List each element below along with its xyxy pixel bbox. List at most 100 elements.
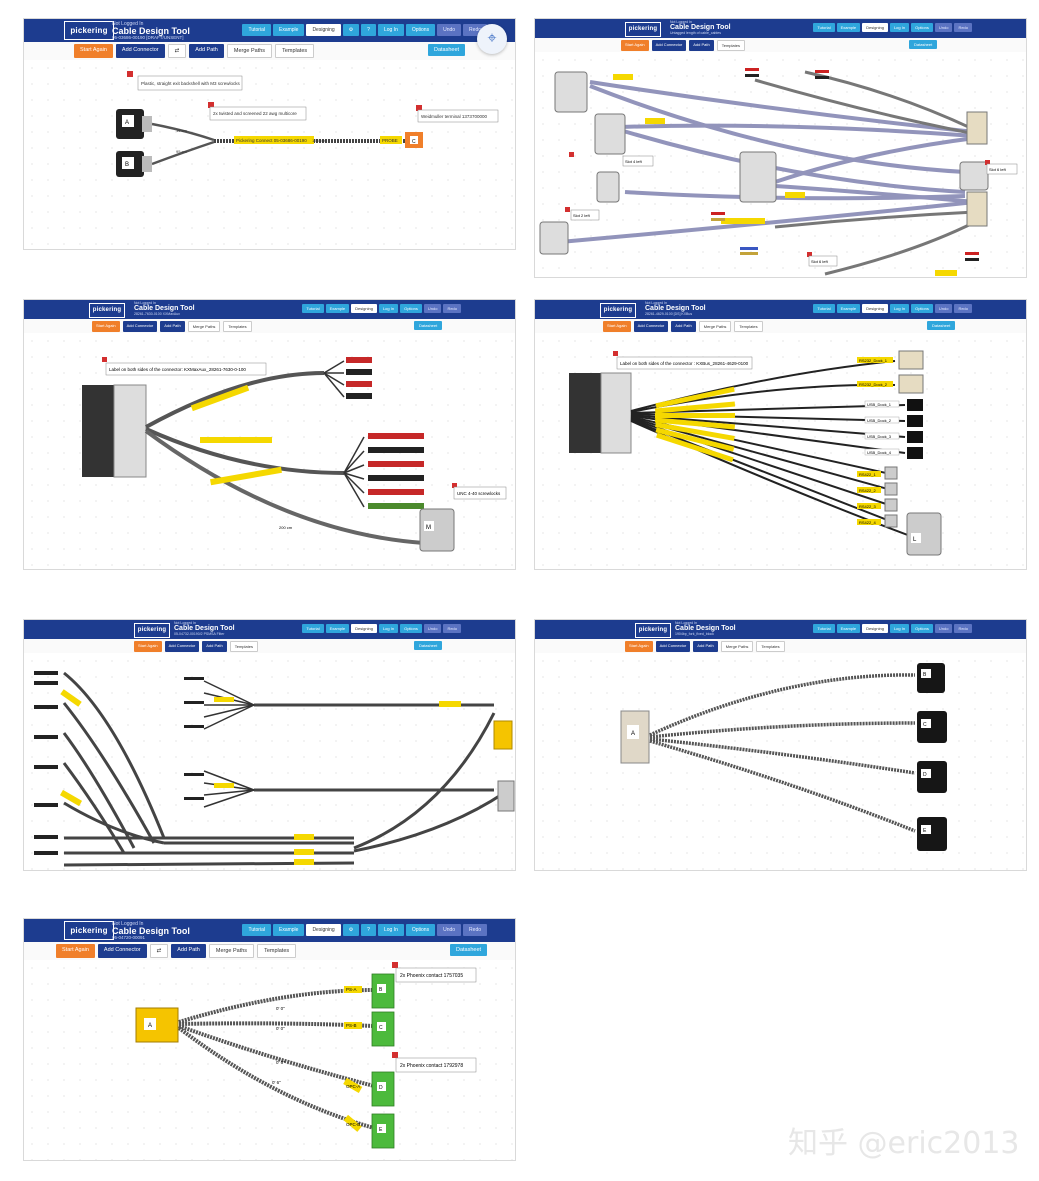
add-connector-button[interactable]: Add Connector — [164, 641, 200, 652]
connector-c[interactable] — [594, 113, 626, 155]
redo-button[interactable]: Redo — [954, 23, 972, 32]
connector-h[interactable] — [959, 161, 989, 191]
datasheet-button[interactable]: Datasheet — [428, 44, 466, 56]
delete-icon[interactable] — [392, 962, 398, 968]
undo-button[interactable]: Undo — [437, 24, 462, 36]
merge-paths-button[interactable]: Merge Paths — [698, 321, 732, 332]
delete-icon[interactable] — [416, 105, 422, 111]
delete-icon[interactable] — [392, 1052, 398, 1058]
tutorial-button[interactable]: Tutorial — [813, 304, 835, 313]
cable-drawing[interactable]: 2x Phoenix contact 1757035 2x Phoenix co… — [24, 960, 515, 1160]
login-button[interactable]: Log In — [889, 624, 910, 633]
add-connector-button[interactable]: Add Connector — [115, 44, 165, 58]
example-button[interactable]: Example — [836, 624, 861, 633]
design-canvas[interactable] — [24, 653, 515, 870]
add-path-button[interactable]: Add Path — [171, 944, 206, 958]
merge-paths-button[interactable]: Merge Paths — [720, 641, 754, 652]
connector-m[interactable] — [419, 508, 455, 552]
templates-button[interactable]: Templates — [229, 641, 258, 652]
login-button[interactable]: Log In — [889, 23, 910, 32]
connector-g[interactable] — [966, 111, 988, 145]
start-again-button[interactable]: Start Again — [92, 321, 120, 332]
connector-yellow[interactable] — [493, 720, 513, 750]
connector-d[interactable] — [554, 71, 588, 113]
login-button[interactable]: Log In — [378, 304, 399, 313]
templates-button[interactable]: Templates — [716, 40, 745, 51]
help-icon[interactable]: ? — [361, 924, 376, 936]
templates-button[interactable]: Templates — [734, 321, 763, 332]
add-connector-button[interactable]: Add Connector — [633, 321, 669, 332]
delete-icon[interactable] — [102, 357, 107, 362]
redo-button[interactable]: Redo — [443, 304, 461, 313]
undo-button[interactable]: Undo — [934, 624, 953, 633]
delete-icon[interactable] — [127, 71, 133, 77]
add-path-button[interactable]: Add Path — [202, 641, 227, 652]
undo-button[interactable]: Undo — [423, 624, 442, 633]
datasheet-button[interactable]: Datasheet — [927, 321, 956, 330]
connector-l[interactable] — [906, 512, 942, 556]
options-button[interactable]: Options — [911, 304, 933, 313]
options-button[interactable]: Options — [400, 304, 422, 313]
undo-button[interactable]: Undo — [934, 304, 953, 313]
options-button[interactable]: Options — [400, 624, 422, 633]
cable-drawing[interactable] — [24, 653, 515, 870]
cable-drawing[interactable]: A B C D E — [535, 653, 1026, 870]
datasheet-button[interactable]: Datasheet — [414, 321, 443, 330]
redo-button[interactable]: Redo — [954, 624, 972, 633]
cable-drawing[interactable]: Label on both sides of the connector : K… — [535, 333, 1026, 569]
login-button[interactable]: Log In — [377, 924, 404, 936]
start-again-button[interactable]: Start Again — [56, 944, 95, 958]
add-path-button[interactable]: Add Path — [689, 40, 714, 51]
login-button[interactable]: Log In — [377, 24, 404, 36]
start-again-button[interactable]: Start Again — [621, 40, 649, 51]
start-again-button[interactable]: Start Again — [74, 44, 113, 58]
design-canvas[interactable]: 2x Phoenix contact 1757035 2x Phoenix co… — [24, 960, 515, 1160]
redo-button[interactable]: Redo — [443, 624, 461, 633]
settings-icon[interactable]: ⚙ — [342, 924, 360, 936]
options-button[interactable]: Options — [911, 624, 933, 633]
options-button[interactable]: Options — [911, 23, 933, 32]
start-again-button[interactable]: Start Again — [625, 641, 653, 652]
settings-icon[interactable]: ⚙ — [342, 24, 360, 36]
options-button[interactable]: Options — [405, 24, 436, 36]
start-again-button[interactable]: Start Again — [603, 321, 631, 332]
design-canvas[interactable]: Slot 4 left Slot 2 left Slot 6 left Slot… — [535, 52, 1026, 277]
datasheet-button[interactable]: Datasheet — [414, 641, 443, 650]
add-connector-button[interactable]: Add Connector — [655, 641, 691, 652]
add-connector-button[interactable]: Add Connector — [97, 944, 147, 958]
add-path-button[interactable]: Add Path — [693, 641, 718, 652]
undo-button[interactable]: Undo — [437, 924, 462, 936]
templates-button[interactable]: Templates — [275, 44, 315, 58]
undo-button[interactable]: Undo — [423, 304, 442, 313]
example-button[interactable]: Example — [325, 624, 350, 633]
delete-icon[interactable] — [208, 102, 214, 108]
lens-icon[interactable]: ⌖ — [477, 24, 507, 54]
cable-drawing[interactable]: Plastic, straight exit backshell with M3… — [24, 60, 515, 249]
tutorial-button[interactable]: Tutorial — [813, 624, 835, 633]
design-canvas[interactable]: A B C D E — [535, 653, 1026, 870]
cable-drawing[interactable]: Label on both sides of the connector: KX… — [24, 333, 515, 569]
datasheet-button[interactable]: Datasheet — [450, 944, 488, 956]
options-button[interactable]: Options — [405, 924, 436, 936]
templates-button[interactable]: Templates — [257, 944, 297, 958]
connector-a[interactable] — [135, 1007, 179, 1043]
example-button[interactable]: Example — [272, 924, 305, 936]
designing-button[interactable]: Designing — [351, 304, 377, 313]
design-canvas[interactable]: Plastic, straight exit backshell with M3… — [24, 60, 515, 249]
cable-drawing[interactable]: Slot 4 left Slot 2 left Slot 6 left Slot… — [535, 52, 1026, 277]
tutorial-button[interactable]: Tutorial — [302, 624, 324, 633]
add-path-button[interactable]: Add Path — [671, 321, 696, 332]
designing-button[interactable]: Designing — [351, 624, 377, 633]
connector-i[interactable] — [966, 191, 988, 227]
redo-button[interactable]: Redo — [954, 304, 972, 313]
connector-e[interactable] — [596, 171, 620, 203]
connector-b[interactable] — [739, 151, 777, 203]
connector-grey[interactable] — [497, 780, 515, 812]
merge-paths-button[interactable]: Merge Paths — [187, 321, 221, 332]
designing-button[interactable]: Designing — [306, 24, 341, 36]
login-button[interactable]: Log In — [378, 624, 399, 633]
add-connector-button[interactable]: Add Connector — [122, 321, 158, 332]
example-button[interactable]: Example — [836, 23, 861, 32]
start-again-button[interactable]: Start Again — [134, 641, 162, 652]
example-button[interactable]: Example — [325, 304, 350, 313]
